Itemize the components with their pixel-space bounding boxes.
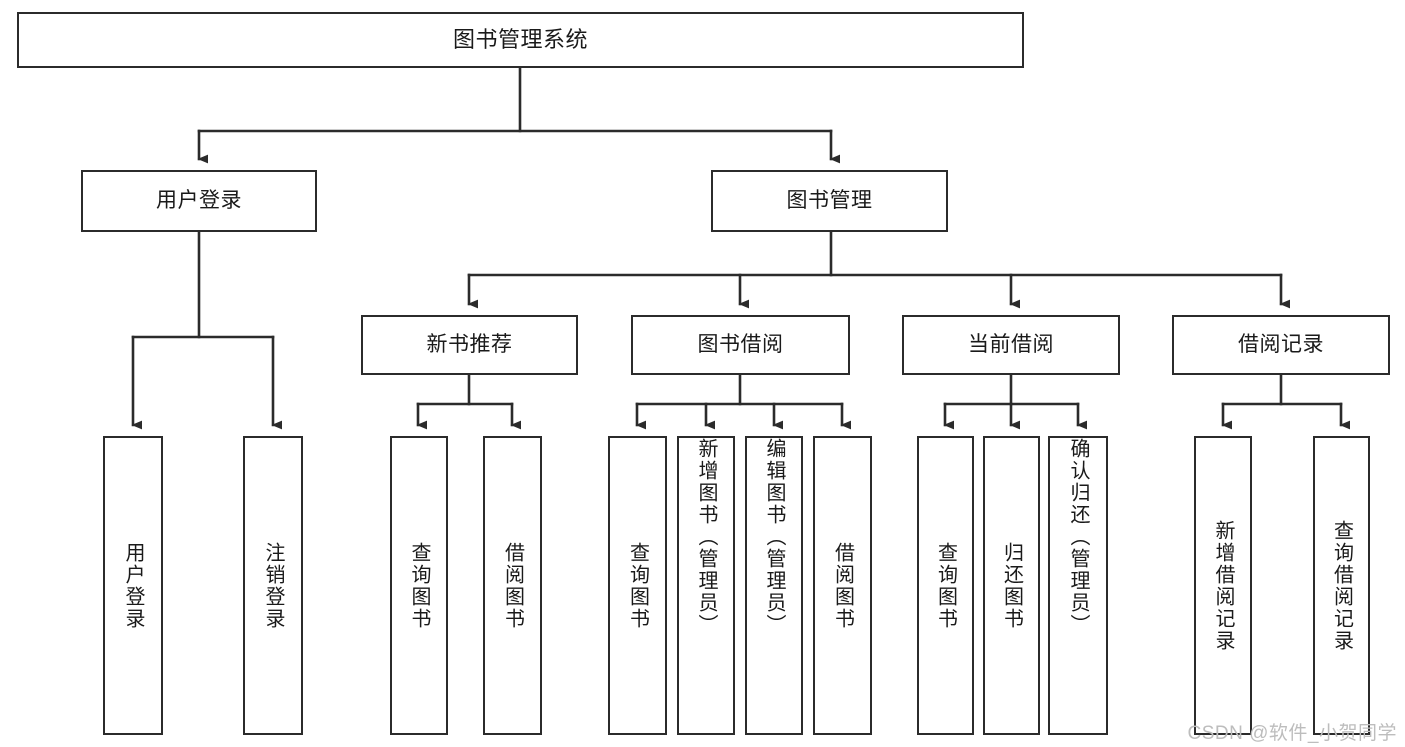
node-label: 借阅记录 bbox=[1238, 332, 1324, 356]
node-label: 查询图书 bbox=[408, 541, 430, 630]
leaf-borrow-add-book-admin[interactable]: 新增图书（管理员） bbox=[677, 436, 735, 735]
leaf-user-login-signin[interactable]: 用户登录 bbox=[103, 436, 163, 735]
node-label: 编辑图书（管理员） bbox=[763, 438, 785, 636]
leaf-current-return-book[interactable]: 归还图书 bbox=[983, 436, 1040, 735]
node-book-borrow[interactable]: 图书借阅 bbox=[631, 315, 850, 375]
node-label: 当前借阅 bbox=[968, 332, 1054, 356]
leaf-record-query-record[interactable]: 查询借阅记录 bbox=[1313, 436, 1370, 735]
node-label: 新书推荐 bbox=[426, 332, 513, 356]
node-label: 借阅图书 bbox=[831, 541, 854, 630]
node-root-system[interactable]: 图书管理系统 bbox=[17, 12, 1024, 68]
node-label: 图书管理系统 bbox=[452, 27, 588, 53]
leaf-record-add-record[interactable]: 新增借阅记录 bbox=[1194, 436, 1252, 735]
node-label: 新增借阅记录 bbox=[1212, 519, 1234, 652]
node-label: 用户登录 bbox=[122, 541, 144, 630]
leaf-recommend-query-book[interactable]: 查询图书 bbox=[390, 436, 448, 735]
node-current-borrow[interactable]: 当前借阅 bbox=[902, 315, 1120, 375]
leaf-current-confirm-return-admin[interactable]: 确认归还（管理员） bbox=[1048, 436, 1108, 735]
watermark-text: CSDN @软件_小贺同学 bbox=[1187, 723, 1397, 744]
node-label: 图书借阅 bbox=[697, 332, 784, 356]
node-label: 新增图书（管理员） bbox=[695, 438, 717, 636]
node-label: 查询图书 bbox=[934, 541, 957, 630]
leaf-user-login-signout[interactable]: 注销登录 bbox=[243, 436, 303, 735]
node-label: 图书管理 bbox=[786, 188, 873, 212]
node-label: 归还图书 bbox=[1000, 541, 1023, 630]
leaf-current-query-book[interactable]: 查询图书 bbox=[917, 436, 974, 735]
node-user-login[interactable]: 用户登录 bbox=[81, 170, 317, 232]
node-label: 用户登录 bbox=[156, 188, 242, 212]
node-borrow-record[interactable]: 借阅记录 bbox=[1172, 315, 1390, 375]
leaf-recommend-borrow-book[interactable]: 借阅图书 bbox=[483, 436, 542, 735]
leaf-borrow-borrow-book[interactable]: 借阅图书 bbox=[813, 436, 872, 735]
node-book-management[interactable]: 图书管理 bbox=[711, 170, 948, 232]
node-label: 查询借阅记录 bbox=[1330, 519, 1353, 652]
leaf-borrow-edit-book-admin[interactable]: 编辑图书（管理员） bbox=[745, 436, 803, 735]
node-new-book-recommend[interactable]: 新书推荐 bbox=[361, 315, 578, 375]
node-label: 确认归还（管理员） bbox=[1067, 438, 1089, 636]
node-label: 借阅图书 bbox=[501, 541, 524, 630]
node-label: 查询图书 bbox=[626, 541, 649, 630]
node-label: 注销登录 bbox=[262, 541, 284, 630]
leaf-borrow-query-book[interactable]: 查询图书 bbox=[608, 436, 667, 735]
